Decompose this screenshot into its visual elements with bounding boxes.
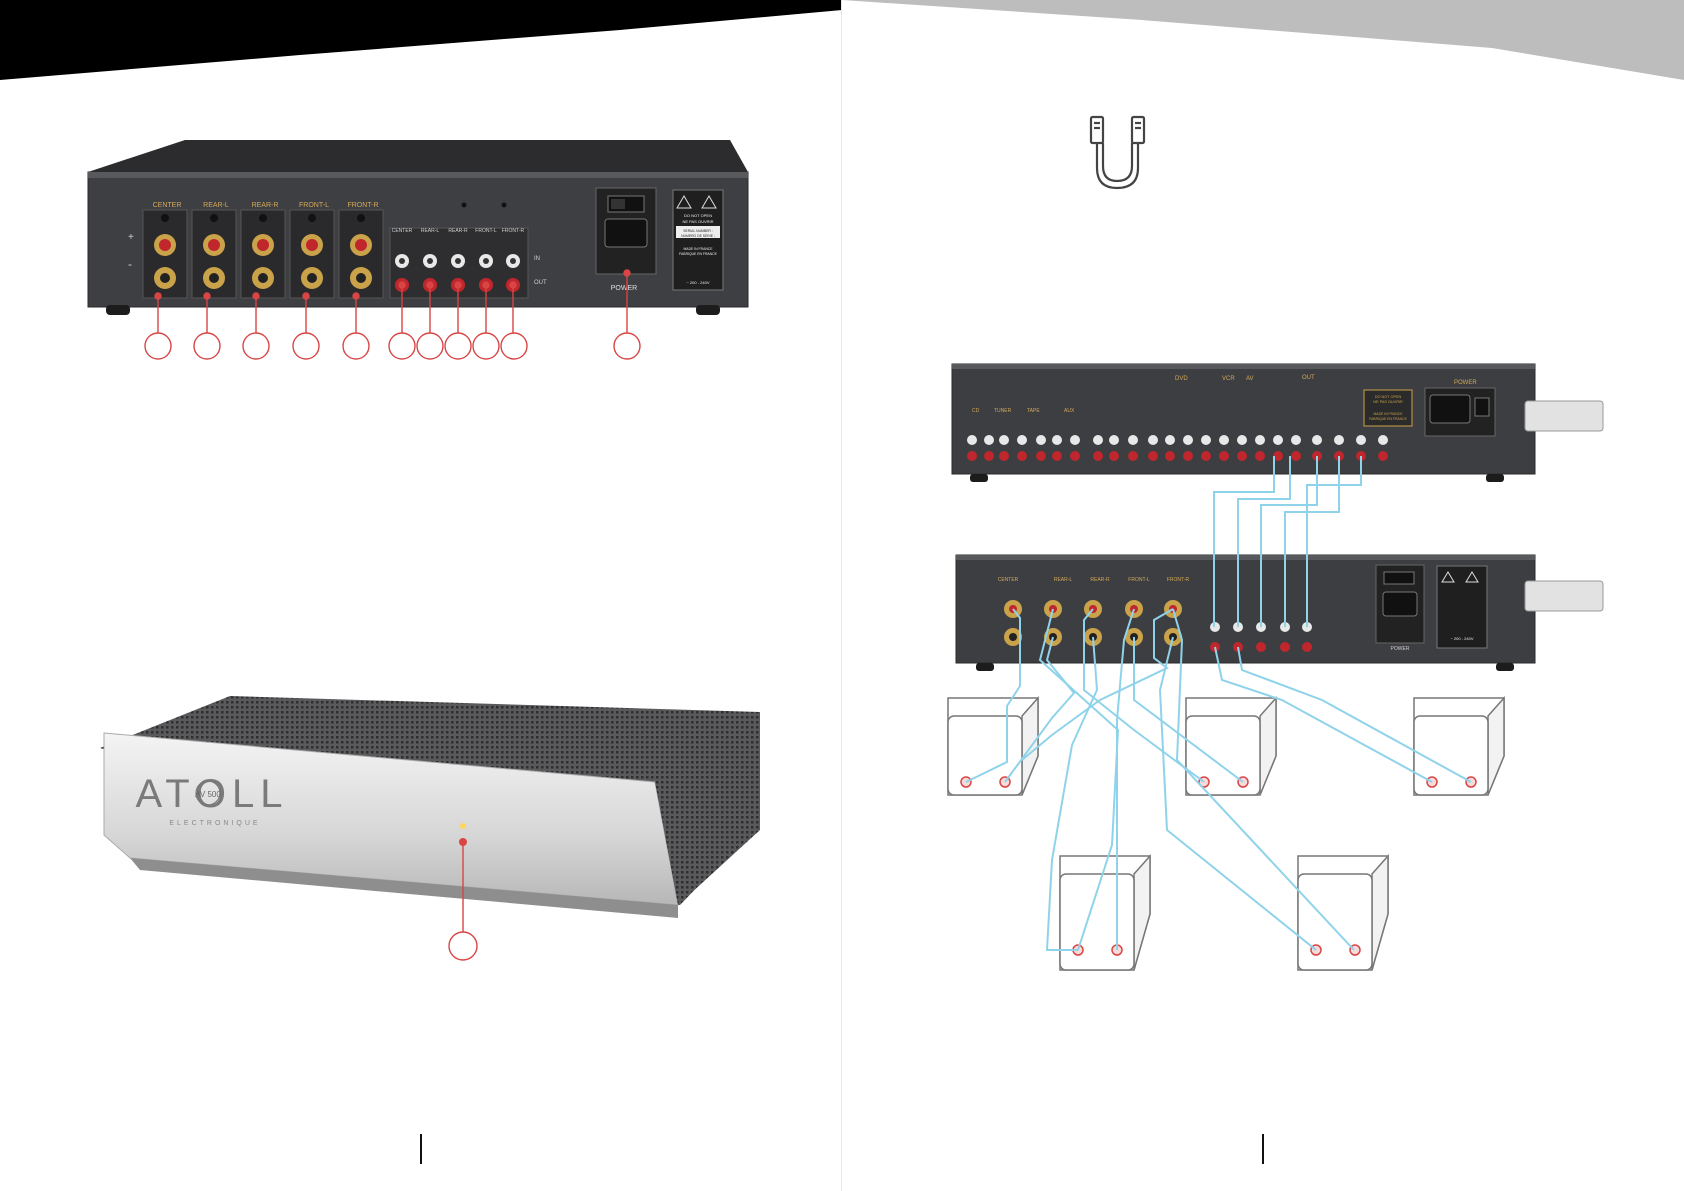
amp-warning: ~ 200 - 240V (1436, 565, 1488, 649)
svg-text:MADE IN FRANCE: MADE IN FRANCE (1373, 412, 1403, 416)
svg-text:TAPE: TAPE (1027, 408, 1040, 414)
svg-text:SERIAL NUMBER :: SERIAL NUMBER : (683, 229, 713, 233)
polarity-minus: - (128, 257, 132, 271)
terminal-block-center: CENTER (142, 202, 188, 299)
svg-text:DO NOT OPEN: DO NOT OPEN (684, 213, 712, 218)
rear-callouts (144, 269, 641, 360)
svg-text:FRONT-R: FRONT-R (347, 202, 378, 209)
processor-tag (1524, 400, 1604, 432)
terminal-block-rear-l: REAR-L (191, 202, 237, 299)
left-page: + - CENTER REAR-L REAR-R (0, 0, 842, 1164)
svg-text:FRONT-L: FRONT-L (475, 228, 497, 234)
speaker-front-r (1413, 696, 1505, 796)
amplifier-rear-panel: CENTER REAR-L REAR-R FRONT-L FRONT-R (955, 554, 1536, 671)
svg-text:FABRIQUE EN FRANCE: FABRIQUE EN FRANCE (679, 252, 717, 256)
processor-rear-panel: CD TUNER TAPE AUX DVD VCR AV OUT (951, 363, 1536, 482)
svg-text:REAR-R: REAR-R (252, 202, 279, 209)
logo-model: AV 500 (195, 790, 221, 799)
speaker-front-l (947, 696, 1039, 796)
svg-text:CD: CD (972, 408, 980, 414)
amp-power: POWER (1375, 564, 1425, 652)
cable-icon (1089, 115, 1146, 190)
svg-text:NUMERO DE SERIE :: NUMERO DE SERIE : (681, 234, 715, 238)
power-led (460, 823, 466, 829)
svg-text:VCR: VCR (1222, 376, 1235, 382)
svg-text:REAR-R: REAR-R (448, 228, 468, 234)
terminal-block-front-r: FRONT-R (338, 202, 384, 299)
top-banner-grey (842, 0, 1684, 80)
svg-text:NE PAS OUVRIR: NE PAS OUVRIR (1373, 400, 1403, 404)
warning-label: DO NOT OPEN NE PAS OUVRIR SERIAL NUMBER … (672, 189, 724, 291)
svg-text:MADE IN FRANCE: MADE IN FRANCE (683, 247, 713, 251)
svg-text:FABRIQUE EN FRANCE: FABRIQUE EN FRANCE (1369, 417, 1407, 421)
svg-text:REAR-L: REAR-L (421, 228, 440, 234)
terminal-block-front-l: FRONT-L (289, 202, 335, 299)
svg-text:POWER: POWER (1391, 646, 1410, 652)
svg-text:FRONT-L: FRONT-L (1128, 577, 1150, 583)
left-page-canvas: + - CENTER REAR-L REAR-R (0, 0, 842, 961)
amplifier-tag (1524, 580, 1604, 612)
svg-text:~ 200 - 240V: ~ 200 - 240V (686, 280, 709, 285)
page-divider (841, 0, 842, 1191)
logo-badge (195, 780, 221, 806)
cables (965, 456, 1472, 951)
svg-text:DVD: DVD (1175, 376, 1188, 382)
svg-text:OUT: OUT (1302, 375, 1315, 381)
svg-text:AV: AV (1246, 376, 1254, 382)
out-label: OUT (534, 280, 547, 286)
front-panel-photo: ATOLL AV 500 ELECTRONIQUE (100, 696, 760, 918)
page-marker-left (420, 1134, 422, 1164)
polarity-plus: + (128, 232, 134, 243)
power-label: POWER (611, 285, 637, 292)
right-page: CD TUNER TAPE AUX DVD VCR AV OUT (842, 0, 1684, 1191)
svg-text:FRONT-R: FRONT-R (502, 228, 525, 234)
processor-rca-top (967, 435, 1388, 445)
speaker-center (1185, 696, 1277, 796)
speaker-rear-r (1297, 854, 1389, 971)
svg-text:CENTER: CENTER (153, 202, 182, 209)
svg-text:TUNER: TUNER (994, 408, 1012, 414)
svg-text:NE PAS OUVRIR: NE PAS OUVRIR (682, 219, 713, 224)
top-banner-black (0, 0, 842, 80)
svg-text:REAR-L: REAR-L (1054, 577, 1073, 583)
svg-text:DO NOT OPEN: DO NOT OPEN (1375, 395, 1402, 399)
speaker-rear-l (1059, 854, 1151, 971)
processor-warning: DO NOT OPEN NE PAS OUVRIR MADE IN FRANCE… (1363, 389, 1413, 427)
front-callout (448, 838, 478, 961)
processor-power: POWER (1424, 380, 1496, 437)
terminal-block-rear-r: REAR-R (240, 202, 286, 299)
svg-text:AUX: AUX (1064, 408, 1075, 414)
right-page-canvas: CD TUNER TAPE AUX DVD VCR AV OUT (842, 0, 1684, 971)
svg-text:REAR-L: REAR-L (203, 202, 229, 209)
svg-text:FRONT-R: FRONT-R (1167, 577, 1190, 583)
power-module: POWER (595, 187, 657, 292)
svg-text:REAR-R: REAR-R (1090, 577, 1110, 583)
amp-rca (1210, 622, 1312, 652)
amp-terminals (1004, 600, 1182, 646)
svg-text:CENTER: CENTER (392, 228, 413, 234)
logo-text: ATOLL (135, 772, 288, 816)
page-marker-right (1262, 1134, 1264, 1164)
svg-text:CENTER: CENTER (998, 577, 1019, 583)
svg-text:~ 200 - 240V: ~ 200 - 240V (1450, 636, 1473, 641)
svg-text:FRONT-L: FRONT-L (299, 202, 329, 209)
logo-sub: ELECTRONIQUE (169, 820, 260, 827)
svg-text:POWER: POWER (1454, 380, 1477, 386)
rear-panel-photo: + - CENTER REAR-L REAR-R (87, 140, 749, 315)
in-label: IN (534, 256, 540, 262)
